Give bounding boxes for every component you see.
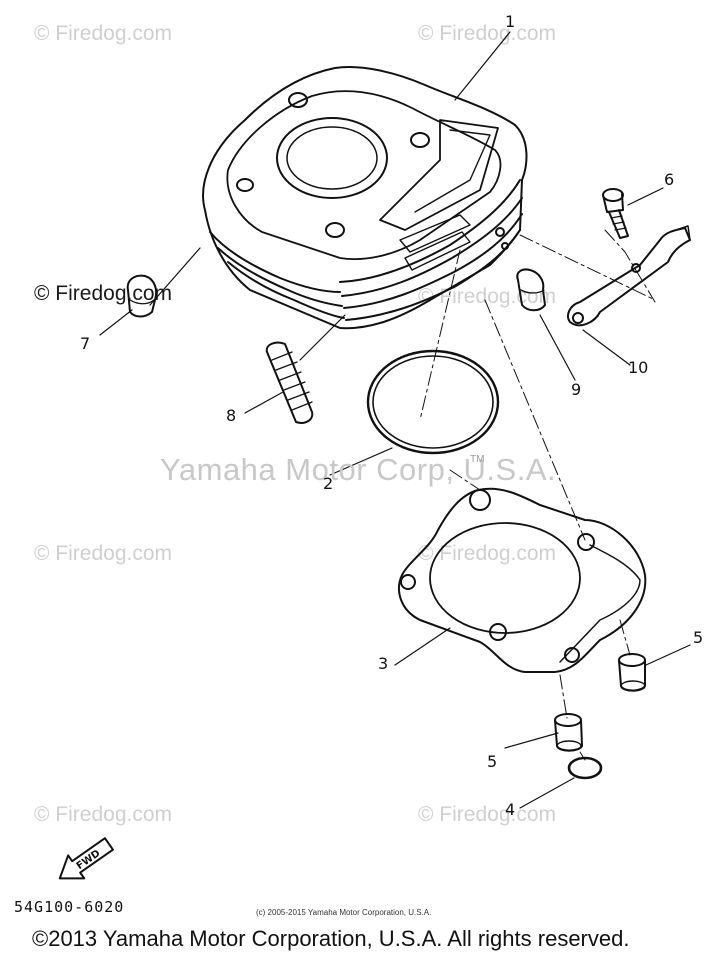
- sleeve-part: [265, 341, 314, 424]
- footer-copyright: ©2013 Yamaha Motor Corporation, U.S.A. A…: [32, 926, 630, 951]
- callout-6: 6: [664, 170, 675, 189]
- cylinder-gasket-part: [398, 487, 647, 673]
- trademark-mark: TM: [470, 454, 485, 465]
- callout-5: 5: [693, 628, 704, 647]
- yamaha-watermark: Yamaha Motor Corp, U.S.A.: [160, 452, 557, 487]
- diagram-part-code: 54G100-6020: [14, 898, 125, 916]
- callout-8: 8: [226, 406, 237, 425]
- firedog-watermark: © Firedog.com: [418, 803, 557, 826]
- callout-5: 5: [487, 752, 498, 771]
- callout-3: 3: [378, 654, 389, 673]
- dowel-pin-part: [554, 713, 583, 752]
- o-ring-part: [366, 349, 500, 455]
- cylinder-part: [202, 65, 528, 330]
- firedog-watermark: © Firedog.com: [34, 803, 173, 826]
- firedog-watermark: © Firedog.com: [418, 22, 557, 45]
- callout-10: 10: [628, 358, 649, 377]
- bracket-part: [567, 225, 691, 327]
- dowel-pin-part: [618, 653, 646, 692]
- callout-4: 4: [505, 800, 516, 819]
- callout-9: 9: [571, 380, 582, 399]
- small-o-ring-part: [567, 756, 603, 780]
- small-copyright: (c) 2005-2015 Yamaha Motor Corporation, …: [256, 908, 432, 917]
- bolt-part: [602, 188, 629, 239]
- firedog-watermark: © Firedog.com: [34, 542, 173, 565]
- callout-1: 1: [505, 12, 516, 31]
- alignment-lines: [419, 229, 656, 761]
- leader-lines: [99, 31, 691, 809]
- firedog-watermark: © Firedog.com: [34, 282, 173, 305]
- callout-2: 2: [323, 474, 334, 493]
- firedog-watermark: © Firedog.com: [418, 542, 557, 565]
- fwd-arrow-icon: FWD: [58, 837, 114, 880]
- plug-part: [126, 274, 158, 318]
- callout-7: 7: [80, 334, 91, 353]
- firedog-watermark: © Firedog.com: [34, 22, 173, 45]
- plug-part: [516, 268, 546, 312]
